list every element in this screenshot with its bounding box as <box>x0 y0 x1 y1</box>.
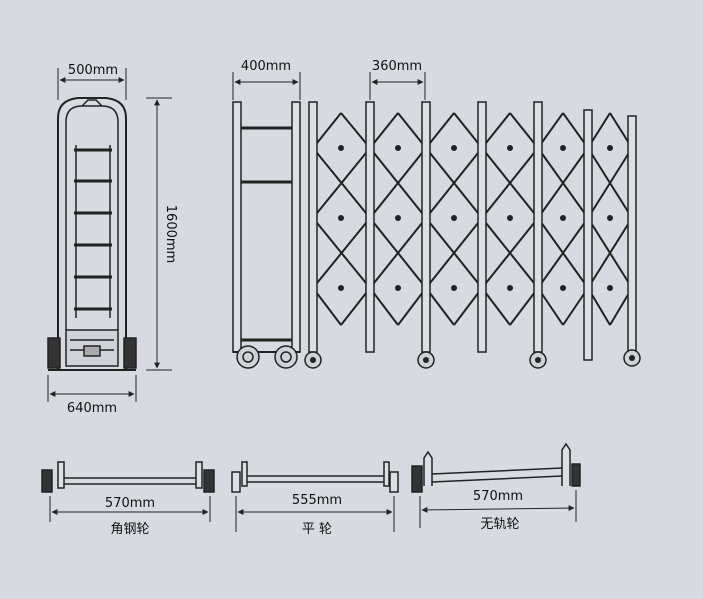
wheel-angle-steel-name: 角钢轮 <box>110 522 149 537</box>
wheel-trackless-name: 无轨轮 <box>480 517 519 532</box>
wheel-flat <box>231 461 399 532</box>
wheel-trackless-width: 570mm <box>473 489 523 504</box>
head-width-label: 400mm <box>241 59 291 74</box>
height-label: 1600mm <box>163 205 178 263</box>
wheel-flat-width: 555mm <box>292 493 342 508</box>
section-spacing-label: 360mm <box>372 59 422 74</box>
front-view <box>47 68 172 402</box>
wheel-trackless <box>411 442 581 528</box>
side-view <box>232 72 641 369</box>
wheel-flat-name: 平 轮 <box>302 522 332 537</box>
wheel-angle-steel-width: 570mm <box>105 496 155 511</box>
front-width-label: 500mm <box>68 63 118 78</box>
base-width-label: 640mm <box>67 401 117 416</box>
wheel-angle-steel <box>41 461 215 522</box>
